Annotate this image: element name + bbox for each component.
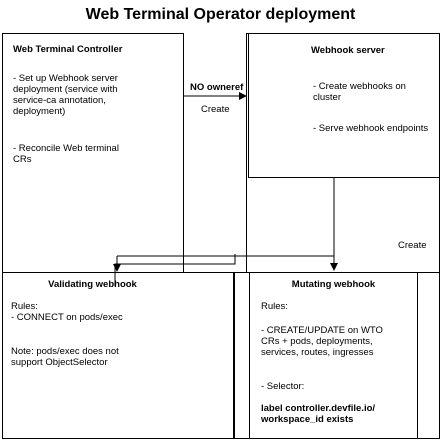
validating-webhook-note: Note: pods/exec does not support ObjectS… — [11, 346, 119, 368]
diagram-title: Web Terminal Operator deployment — [85, 6, 356, 23]
mutating-webhook-selector-label: - Selector: — [261, 381, 305, 392]
mutating-webhook-selector-value: label controller.devfile.io/ workspace_i… — [261, 403, 376, 425]
webhook-server-title: Webhook server — [311, 45, 385, 56]
mutating-webhook-box — [249, 272, 418, 439]
webhook-server-item-create: - Create webhooks on cluster — [313, 81, 406, 103]
label-create-top: Create — [201, 104, 230, 115]
label-no-owneref: NO owneref — [190, 82, 244, 93]
label-create-right: Create — [398, 240, 427, 251]
controller-box — [2, 33, 184, 285]
webhook-server-box — [248, 33, 440, 178]
controller-title: Web Terminal Controller — [13, 44, 123, 55]
validating-webhook-inner — [2, 272, 234, 439]
validating-webhook-rules: Rules: - CONNECT on pods/exec — [11, 301, 123, 323]
webhook-server-item-serve: - Serve webhook endpoints — [313, 123, 429, 134]
mutating-webhook-title: Mutating webhook — [291, 279, 376, 290]
controller-item-reconcile: - Reconcile Web terminal CRs — [13, 143, 119, 165]
controller-item-setup: - Set up Webhook server deployment (serv… — [13, 73, 118, 117]
validating-webhook-title: Validating webhook — [48, 279, 137, 290]
line-controller-bridge — [114, 254, 236, 286]
mutating-webhook-rules: Rules: — [261, 301, 288, 312]
mutating-webhook-rule1: - CREATE/UPDATE on WTO CRs + pods, deplo… — [261, 325, 383, 358]
